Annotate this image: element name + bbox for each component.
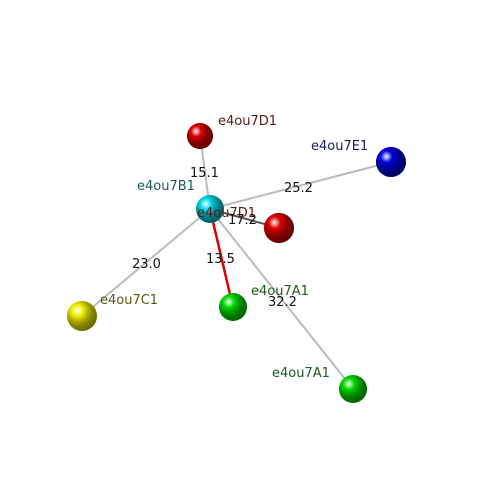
node-label: e4ou7B1 — [137, 179, 195, 194]
nodes-layer — [67, 123, 406, 403]
edge-labels-layer: 15.1 25.2 17.2 13.5 23.0 32.2 — [132, 166, 313, 310]
edge-b1-c1 — [81, 208, 211, 317]
edge-b1-e1 — [209, 161, 392, 210]
node-label: e4ou7E1 — [311, 139, 368, 154]
edge-distance-label: 32.2 — [268, 295, 297, 310]
node-sphere-shading — [376, 147, 406, 177]
node-label: e4ou7A1 — [251, 284, 309, 299]
edge-distance-label: 23.0 — [132, 257, 161, 272]
edge-distance-label: 15.1 — [190, 166, 219, 181]
node-sphere-shading — [67, 301, 97, 331]
node-label: e4ou7D1 — [218, 114, 277, 129]
node-sphere-shading — [196, 195, 224, 223]
edge-b1-a1_far — [209, 208, 354, 390]
edge-distance-label: 25.2 — [284, 181, 313, 196]
edge-distance-label: 13.5 — [206, 252, 235, 267]
edge-distance-label: 17.2 — [228, 213, 257, 228]
edge-b1-a1_near — [208, 207, 235, 309]
node-label: e4ou7C1 — [100, 293, 158, 308]
node-sphere-shading — [219, 293, 247, 321]
node-labels-layer: e4ou7D1e4ou7E1e4ou7B1e4ou7D1e4ou7A1e4ou7… — [100, 114, 368, 381]
node-d1_mid[interactable] — [264, 213, 294, 243]
edges-layer — [81, 135, 392, 390]
node-c1[interactable] — [67, 301, 97, 331]
node-sphere-shading — [339, 375, 367, 403]
node-a1_far[interactable] — [339, 375, 367, 403]
node-label: e4ou7A1 — [272, 366, 330, 381]
node-d1_top[interactable] — [187, 123, 213, 149]
node-label: e4ou7D1 — [197, 206, 256, 221]
node-sphere-shading — [187, 123, 213, 149]
node-a1_near[interactable] — [219, 293, 247, 321]
node-sphere-shading — [264, 213, 294, 243]
node-e1[interactable] — [376, 147, 406, 177]
node-b1[interactable] — [196, 195, 224, 223]
